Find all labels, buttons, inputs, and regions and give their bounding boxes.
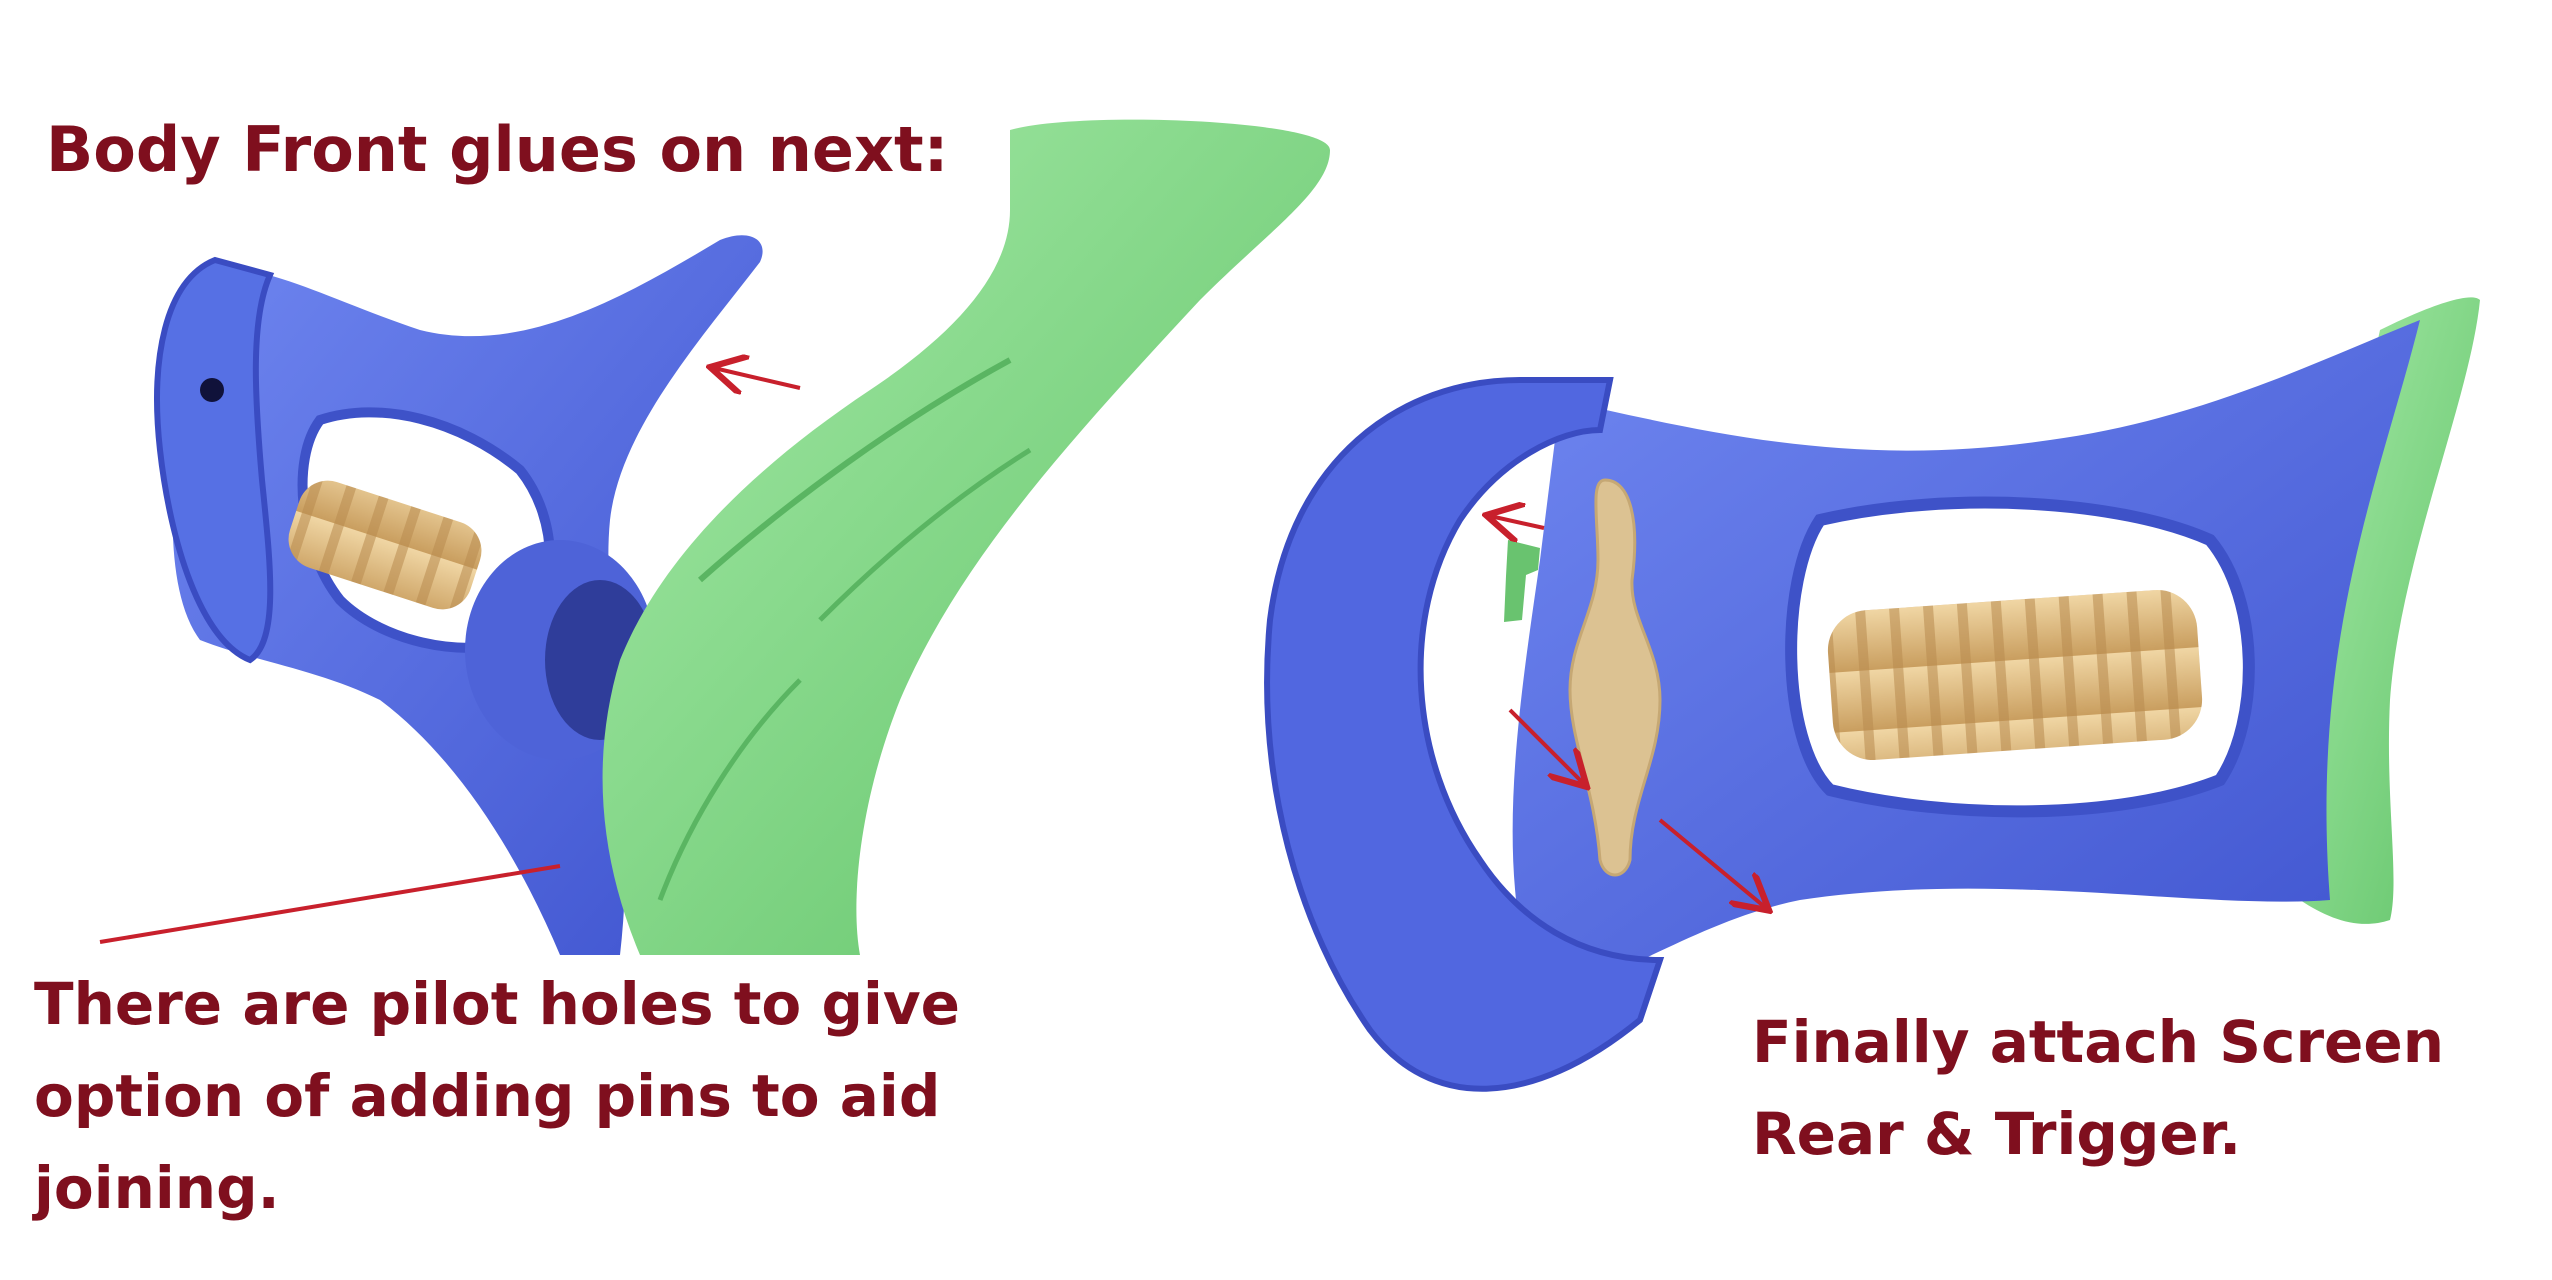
right-trigger-part — [1568, 478, 1662, 877]
caption-final-attach-line: Rear & Trigger. — [1752, 1100, 2242, 1168]
caption-pilot-holes-line: option of adding pins to aid — [34, 1062, 941, 1130]
caption-final-attach-line: Finally attach Screen — [1752, 1008, 2445, 1076]
left-pointer-line — [99, 864, 561, 944]
caption-final-attach: Finally attach Screen Rear & Trigger. — [1752, 996, 2444, 1180]
caption-body-front: Body Front glues on next: — [46, 113, 949, 186]
left-body-front-green — [602, 119, 1330, 955]
left-green-body — [602, 119, 1330, 955]
left-green-groove — [818, 447, 1032, 622]
left-handle-loop — [154, 256, 275, 664]
right-arrow-trigger — [1508, 708, 1584, 784]
caption-pilot-holes-line: joining. — [34, 1154, 280, 1222]
left-spring — [288, 480, 482, 610]
left-pilot-hole — [200, 378, 224, 402]
right-screen-rear-part — [1504, 540, 1540, 622]
left-green-groove — [698, 357, 1012, 583]
right-spring — [1827, 589, 2203, 761]
left-assembly — [99, 119, 1330, 955]
left-green-groove — [657, 678, 802, 901]
caption-pilot-holes-line: There are pilot holes to give — [34, 970, 961, 1038]
caption-pilot-holes: There are pilot holes to give option of … — [34, 958, 960, 1234]
left-arrow — [714, 368, 801, 388]
right-green-end — [2298, 297, 2480, 924]
right-arrow-body — [1658, 818, 1766, 908]
right-handle-ring — [1264, 377, 1665, 1092]
right-arrow-screen-rear — [1490, 516, 1545, 528]
right-assembly — [1264, 297, 2480, 1092]
